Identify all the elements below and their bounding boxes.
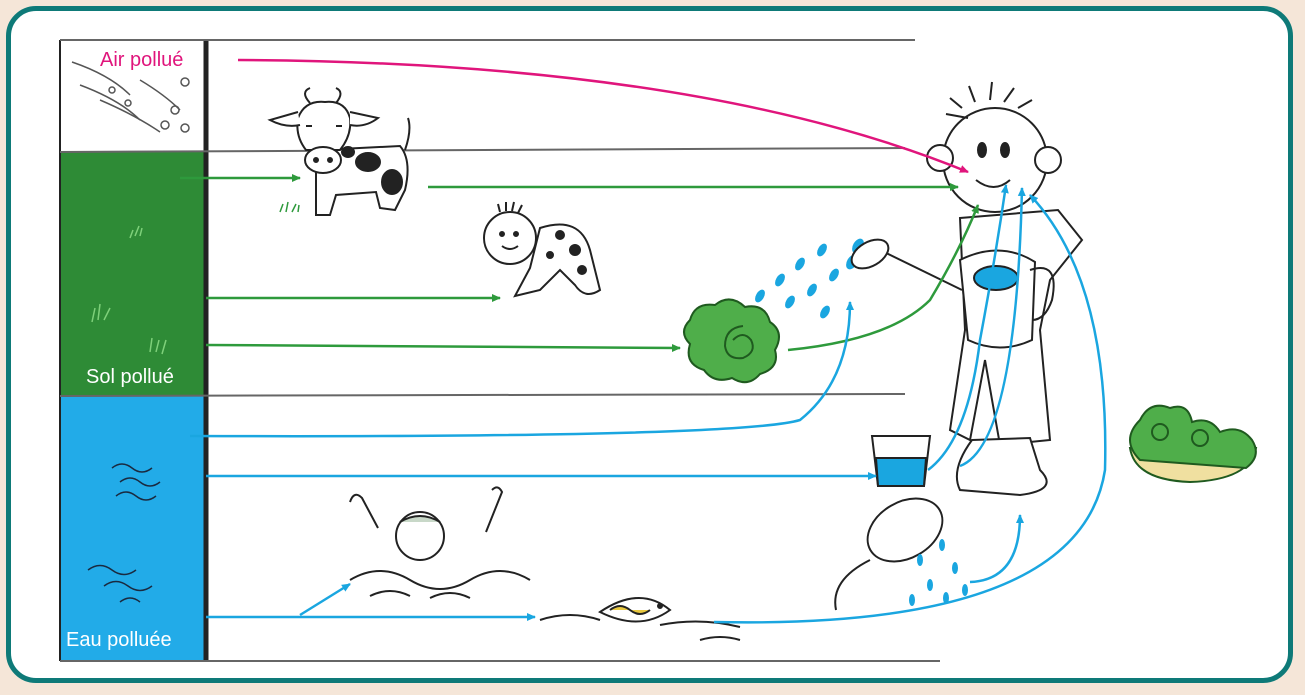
air-polluted-label: Air pollué [98, 49, 185, 72]
water-polluted-label: Eau polluée [66, 629, 172, 652]
crawling-baby-icon [484, 202, 600, 296]
shower-icon [835, 486, 968, 610]
water-band [60, 396, 206, 661]
fish-icon [540, 598, 740, 640]
soil-polluted-label: Sol pollué [86, 366, 174, 389]
vegetable-basket-icon [1130, 406, 1256, 482]
glass-of-water-icon [872, 436, 930, 486]
lettuce-icon [684, 299, 779, 382]
source-column [60, 40, 206, 661]
soil-band [60, 152, 206, 396]
swimmer-icon [350, 487, 530, 598]
grass-icon [280, 202, 299, 212]
